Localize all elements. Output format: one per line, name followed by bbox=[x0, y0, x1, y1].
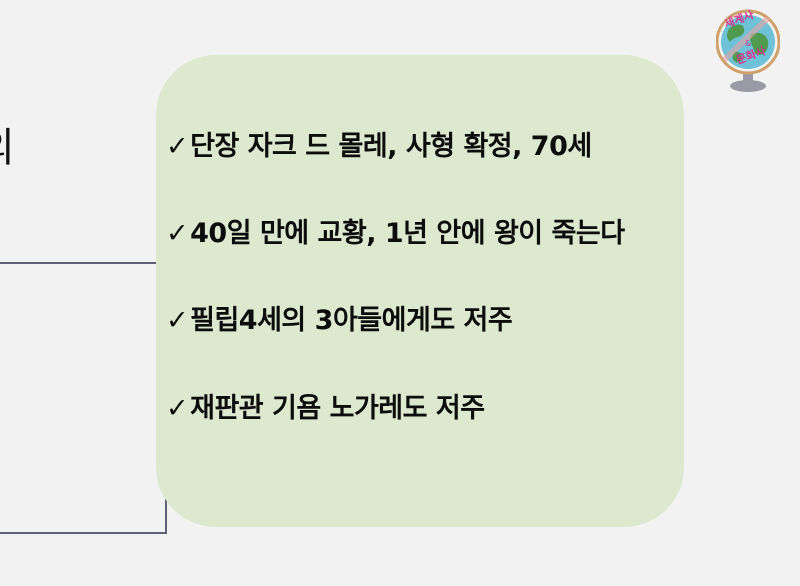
partial-heading-char: 의 bbox=[0, 128, 15, 168]
globe-land-1 bbox=[727, 24, 745, 42]
check-icon: ✓ bbox=[166, 218, 189, 249]
globe-ring bbox=[716, 9, 780, 75]
bullet-item-3: ✓필립4세의 3아들에게도 저주 bbox=[166, 305, 513, 336]
globe-logo-icon: 세계사 & 문화사 bbox=[716, 8, 780, 92]
content-panel bbox=[156, 55, 684, 527]
bullet-text-1: 단장 자크 드 몰레, 사형 확정, 70세 bbox=[190, 131, 592, 162]
bullet-text-2: 40일 만에 교황, 1년 안에 왕이 죽는다 bbox=[190, 218, 625, 249]
globe-stand-neck bbox=[743, 74, 753, 82]
globe-band bbox=[721, 15, 771, 63]
bullet-text-4: 재판관 기욤 노가레도 저주 bbox=[190, 393, 485, 424]
bullet-item-1: ✓단장 자크 드 몰레, 사형 확정, 70세 bbox=[166, 133, 592, 160]
outline-box bbox=[0, 262, 167, 534]
bullet-item-4: ✓재판관 기욤 노가레도 저주 bbox=[166, 395, 485, 422]
svg-text:&: & bbox=[745, 39, 751, 48]
check-icon: ✓ bbox=[166, 305, 189, 336]
bullet-item-2: ✓40일 만에 교황, 1년 안에 왕이 죽는다 bbox=[166, 220, 625, 247]
bullet-text-3: 필립4세의 3아들에게도 저주 bbox=[190, 305, 513, 336]
globe-land-3 bbox=[732, 51, 742, 63]
check-icon: ✓ bbox=[166, 393, 189, 424]
globe-land-2 bbox=[750, 32, 769, 55]
globe-stand-base bbox=[730, 80, 766, 92]
check-icon: ✓ bbox=[166, 131, 189, 162]
